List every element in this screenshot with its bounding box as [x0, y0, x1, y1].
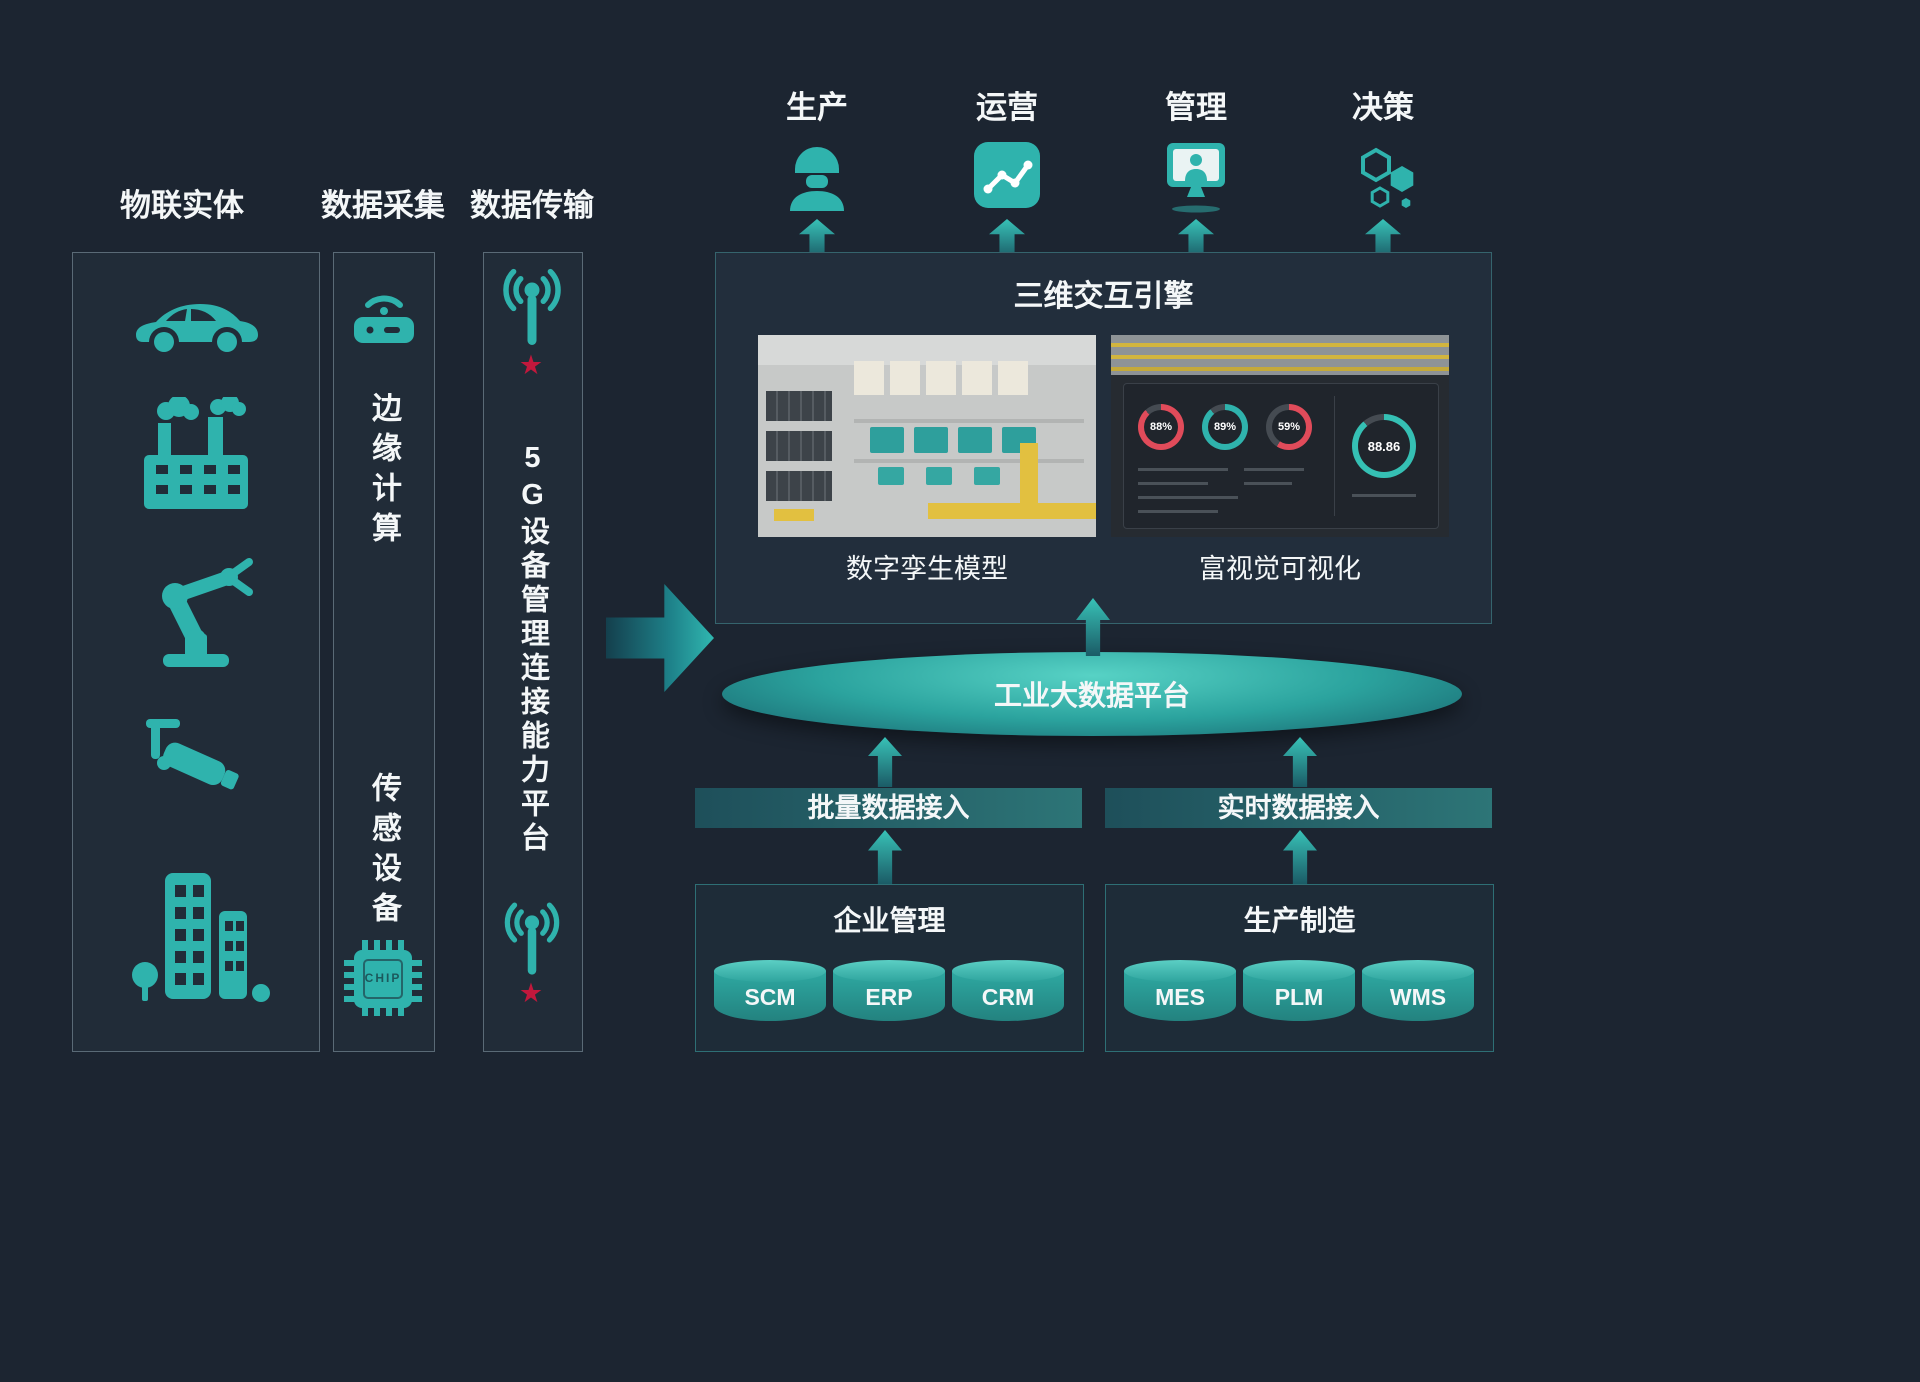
- viz-beam: [1111, 355, 1449, 359]
- rich-visualization-panel: 88% 89% 59% 88.86: [1111, 335, 1449, 537]
- arrow-up-manufacturing-to-realtime: [1283, 830, 1317, 884]
- twin-conveyor: [854, 459, 1084, 463]
- twin-ceiling: [758, 335, 1096, 365]
- robot-arm-icon: [131, 542, 261, 672]
- twin-yellow-pad: [774, 509, 814, 521]
- scm-cylinder: SCM: [714, 960, 826, 1021]
- engine-box: 三维交互引擎: [715, 252, 1492, 624]
- manager-icon: [1161, 139, 1231, 213]
- output-label-operations: 运营: [976, 90, 1038, 125]
- chip-text: CHIP: [364, 971, 402, 985]
- twin-machine-block: [998, 361, 1028, 395]
- big-data-platform: 工业大数据平台: [722, 652, 1462, 736]
- output-production: 生产: [747, 82, 887, 259]
- antenna-icon-top: [487, 262, 577, 357]
- viz-beam: [1111, 343, 1449, 347]
- viz-text-line: [1138, 496, 1238, 499]
- chart-icon: [972, 139, 1042, 211]
- digital-twin-panel: [758, 335, 1096, 537]
- column-header-iot-entities: 物联实体: [120, 188, 244, 223]
- twin-teal-machine-small: [974, 467, 1000, 485]
- twin-machine-block: [890, 361, 920, 395]
- twin-machine-block: [962, 361, 992, 395]
- column-header-data-transmission: 数据传输: [470, 188, 594, 223]
- gauge-1: 88%: [1138, 404, 1184, 450]
- crm-cylinder: CRM: [952, 960, 1064, 1021]
- viz-text-line: [1138, 468, 1228, 471]
- output-label-production: 生产: [786, 90, 848, 125]
- star-icon-top: [519, 352, 543, 379]
- viz-divider: [1334, 396, 1335, 516]
- arrow-up-batch-to-platform: [868, 737, 902, 787]
- mes-cylinder: MES: [1124, 960, 1236, 1021]
- production-manufacturing-title: 生产制造: [1243, 905, 1356, 936]
- gauge-2: 89%: [1202, 404, 1248, 450]
- car-icon: [126, 291, 266, 357]
- cctv-camera-icon: [138, 713, 253, 813]
- twin-teal-machine-small: [926, 467, 952, 485]
- caption-rich-visualization: 富视觉可视化: [1199, 554, 1361, 584]
- twin-teal-machine-small: [878, 467, 904, 485]
- column-iot-entities: [72, 252, 320, 1052]
- viz-text-line: [1138, 482, 1208, 485]
- buildings-icon: [123, 859, 273, 1011]
- erp-cylinder: ERP: [833, 960, 945, 1021]
- twin-yellow-path: [928, 503, 1096, 519]
- twin-machine-block: [926, 361, 956, 395]
- enterprise-management-title: 企业管理: [833, 905, 946, 936]
- gauge-main: 88.86: [1352, 414, 1416, 478]
- caption-digital-twin: 数字孪生模型: [846, 554, 1008, 584]
- twin-conveyor: [854, 419, 1084, 423]
- twin-teal-machine: [870, 427, 904, 453]
- batch-ingest-bar: 批量数据接入: [695, 788, 1082, 828]
- plm-cylinder: PLM: [1243, 960, 1355, 1021]
- twin-yellow-path-vertical: [1020, 443, 1038, 505]
- output-label-decision: 决策: [1352, 90, 1414, 125]
- arrow-up-realtime-to-platform: [1283, 737, 1317, 787]
- antenna-icon-bottom: [487, 896, 577, 986]
- production-manufacturing-box: 生产制造 MES PLM WMS: [1105, 884, 1494, 1052]
- viz-dashboard: 88% 89% 59% 88.86: [1123, 383, 1439, 529]
- output-decision: 决策: [1313, 82, 1453, 259]
- twin-solar-array: [766, 391, 832, 421]
- output-management: 管理: [1126, 82, 1266, 259]
- star-icon-bottom: [519, 980, 543, 1007]
- viz-text-line: [1244, 482, 1292, 485]
- flow-arrow-right: [606, 584, 714, 692]
- twin-teal-machine: [958, 427, 992, 453]
- sensor-device-label: 传感设备: [367, 772, 400, 932]
- big-data-platform-label: 工业大数据平台: [993, 680, 1190, 711]
- factory-icon: [136, 394, 256, 517]
- decision-icon: [1348, 139, 1418, 211]
- column-data-collection: [333, 252, 435, 1052]
- output-label-management: 管理: [1165, 90, 1227, 125]
- twin-solar-array: [766, 431, 832, 461]
- worker-icon: [782, 139, 852, 211]
- edge-computing-label: 边缘计算: [367, 392, 400, 552]
- chip-icon: CHIP: [338, 932, 428, 1024]
- enterprise-management-box: 企业管理 SCM ERP CRM: [695, 884, 1084, 1052]
- router-icon: [344, 279, 424, 351]
- viz-beam: [1111, 367, 1449, 371]
- wms-cylinder: WMS: [1362, 960, 1474, 1021]
- output-operations: 运营: [937, 82, 1077, 259]
- column-header-data-collection: 数据采集: [321, 188, 445, 223]
- twin-solar-array: [766, 471, 832, 501]
- engine-title: 三维交互引擎: [1013, 280, 1194, 313]
- viz-text-line: [1244, 468, 1304, 471]
- gauge-3: 59%: [1266, 404, 1312, 450]
- viz-text-line: [1138, 510, 1218, 513]
- 5g-platform-label: 5G设备管理连接能力平台: [516, 442, 549, 856]
- twin-teal-machine: [914, 427, 948, 453]
- twin-machine-block: [854, 361, 884, 395]
- viz-text-line: [1352, 494, 1416, 497]
- realtime-ingest-bar: 实时数据接入: [1105, 788, 1492, 828]
- arrow-up-enterprise-to-batch: [868, 830, 902, 884]
